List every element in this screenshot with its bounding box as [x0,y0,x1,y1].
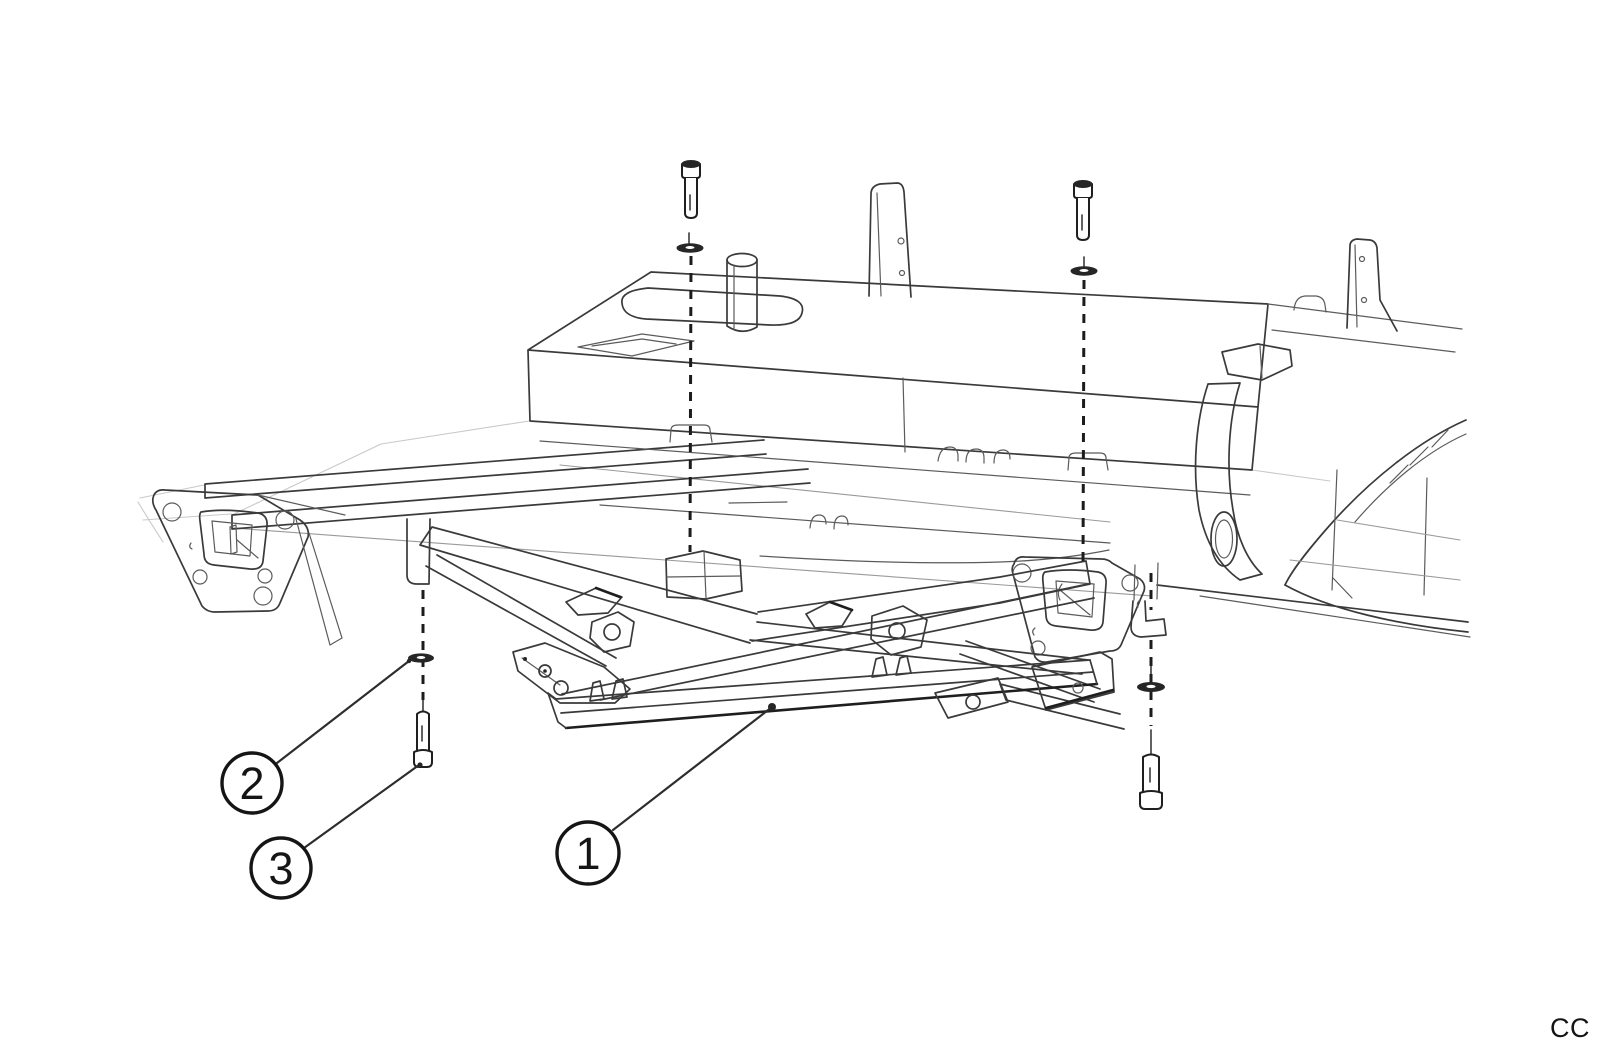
bolt-bottom-right [1139,729,1163,810]
callout-3-label: 3 [268,843,293,894]
upper-housing [527,182,1463,471]
bolt-top-left [681,160,701,219]
washer-bottom-left [408,653,434,663]
bolt-top-right [1073,180,1093,241]
callout-2[interactable]: 2 [220,751,284,815]
callout-1-label: 1 [575,828,600,879]
callout-2-label: 2 [239,758,264,809]
washer-top-left [676,232,704,253]
left-mount-plate [151,489,346,646]
frame-rails [204,439,1251,730]
bolt-bottom-left [413,699,433,768]
washer-bottom-right [1137,664,1165,692]
callout-1[interactable]: 1 [555,820,621,886]
right-chassis-section [1130,295,1471,638]
callout-3[interactable]: 3 [249,836,313,900]
background-construction-lines [137,420,1331,597]
right-mount-plate [1011,556,1146,663]
callout-leader-lines [275,658,776,850]
attribution-text: CC [1550,1013,1590,1043]
skid-plate-assembly [406,518,1115,730]
washer-top-right [1070,256,1098,276]
